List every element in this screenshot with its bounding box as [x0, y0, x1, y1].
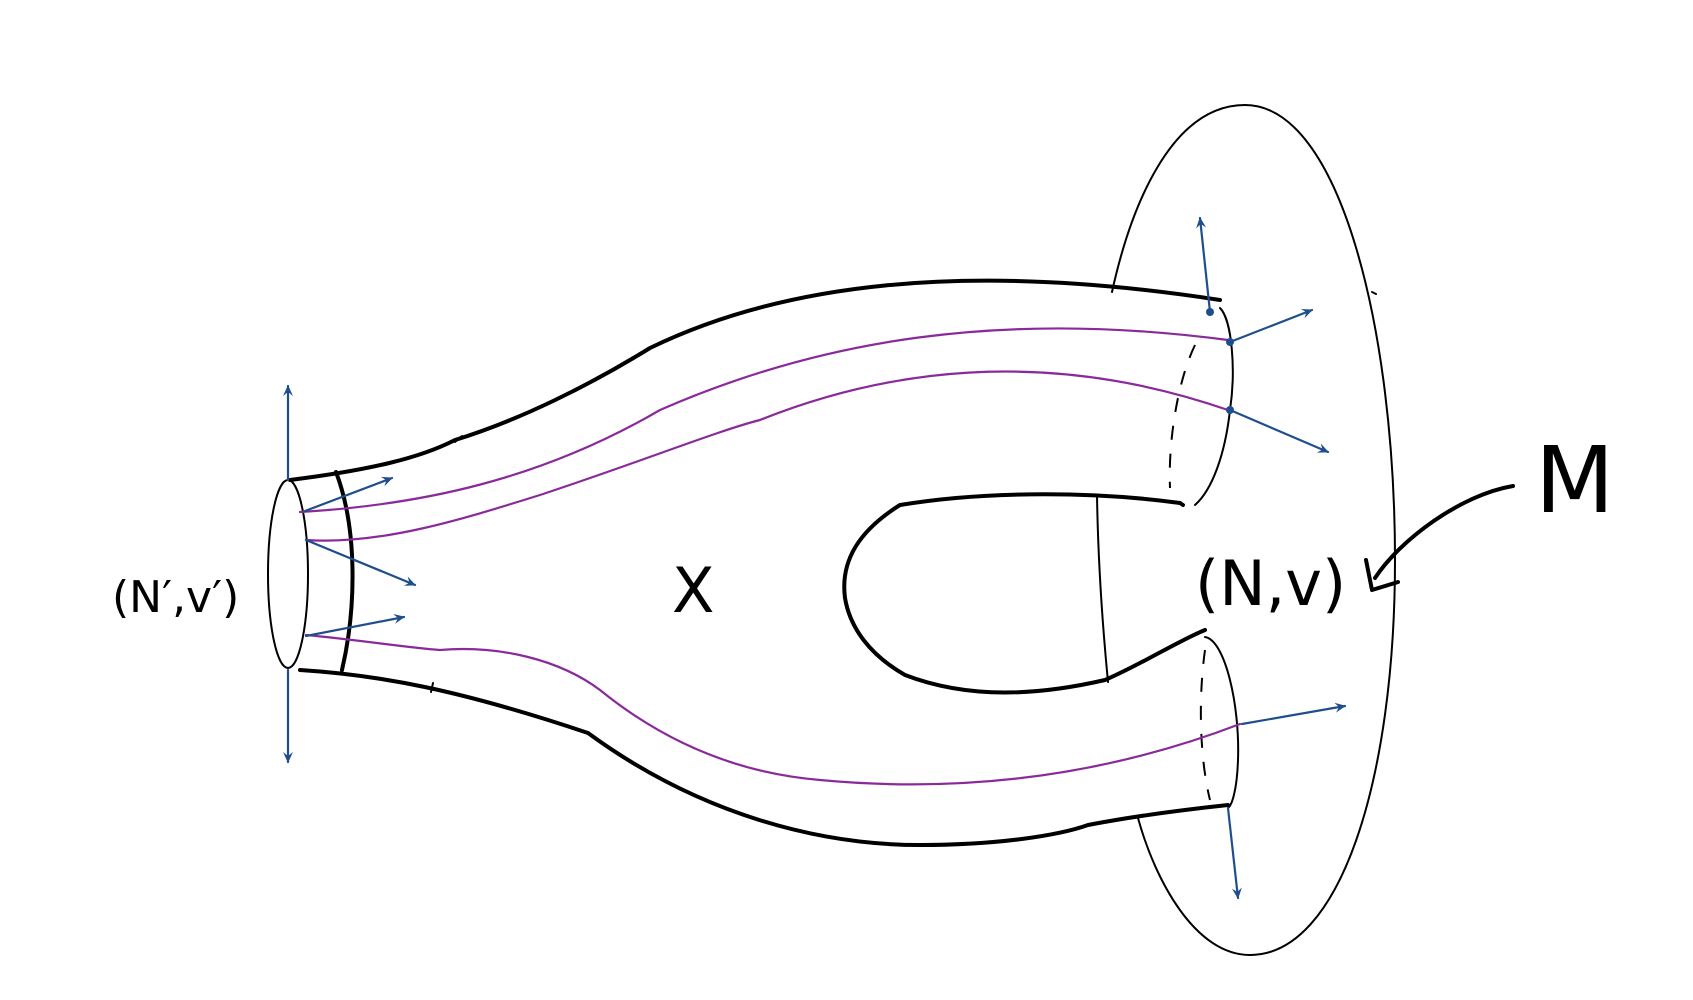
manifold-label: M	[1535, 427, 1614, 534]
stray-mark	[1371, 291, 1377, 295]
vector-right-up	[1196, 216, 1212, 314]
top-tube-lower-edge	[1178, 501, 1185, 507]
vector-left-3	[304, 613, 406, 638]
top-outer-contour	[288, 278, 1222, 482]
flow-line-2	[304, 370, 1230, 542]
point-right-2	[1226, 406, 1234, 414]
vector-left-1	[303, 476, 394, 513]
flow-line-1	[298, 327, 1230, 514]
point-right-top	[1206, 308, 1214, 316]
collar-curve	[334, 470, 355, 672]
bottom-tube-end-back	[1199, 649, 1211, 801]
tick-mark-top	[454, 435, 463, 443]
cobordism-label: X	[672, 554, 714, 627]
inner-boundary	[842, 492, 1207, 695]
manifold-m-ellipse	[1111, 103, 1397, 957]
vector-right-1	[1228, 308, 1314, 344]
vector-right-down	[1226, 806, 1242, 900]
inner-seam	[1096, 494, 1109, 683]
bottom-outer-contour	[298, 668, 1230, 847]
vector-right-2	[1228, 408, 1330, 454]
m-pointer-arrowhead	[1364, 558, 1400, 592]
flow-line-3	[304, 633, 1242, 786]
left-boundary-ellipse	[267, 479, 309, 669]
point-right-1	[1226, 338, 1234, 346]
right-boundary-label: (N,v)	[1195, 547, 1346, 620]
top-tube-end-back	[1168, 344, 1196, 489]
tick-mark-bottom	[430, 682, 434, 693]
bottom-tube-end-front	[1204, 636, 1240, 809]
vector-right-3	[1240, 702, 1347, 726]
m-pointer-arrow	[1373, 484, 1515, 580]
vector-left-2	[304, 538, 417, 587]
left-boundary-label: (N′,v′)	[112, 572, 239, 623]
